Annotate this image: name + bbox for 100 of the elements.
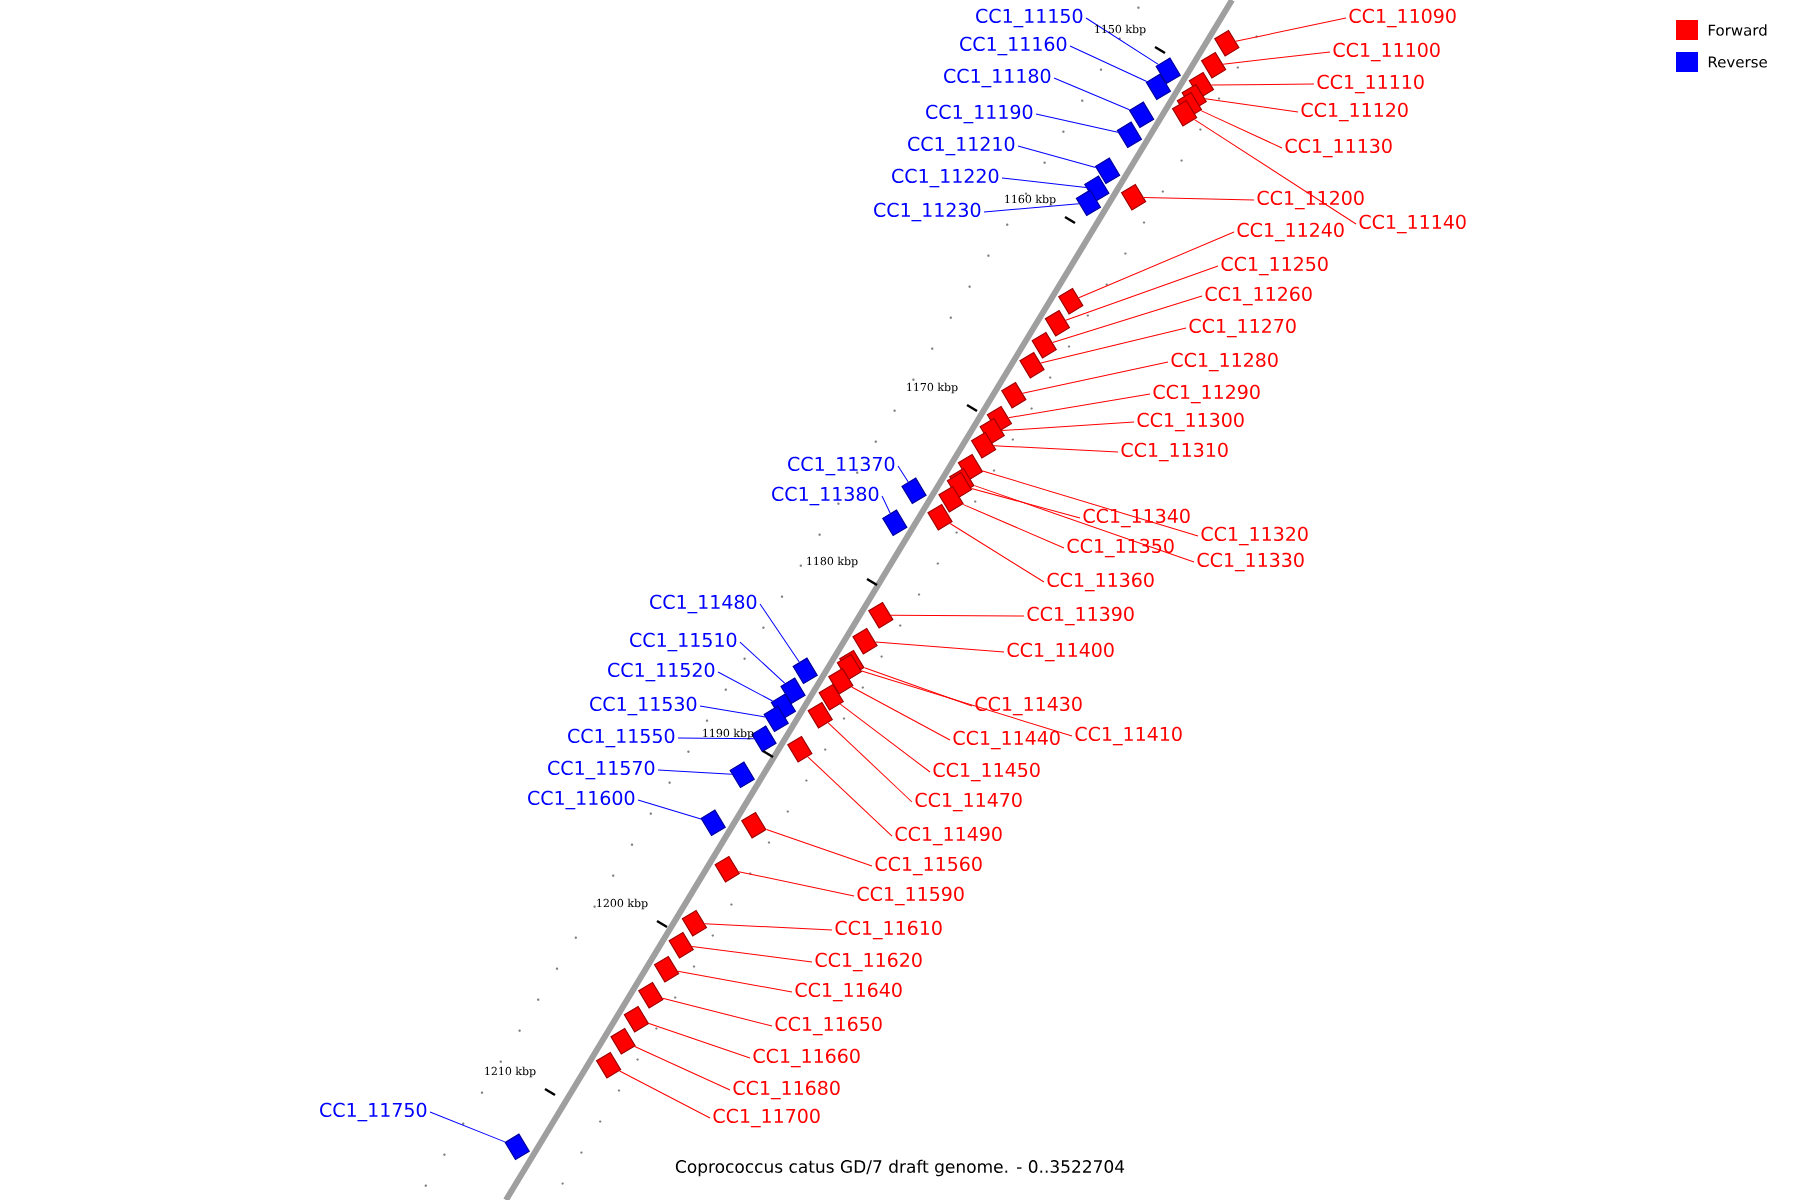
leader-line <box>881 495 891 514</box>
gene-block <box>1171 99 1198 127</box>
gene-label: CC1_11110 <box>1317 74 1424 94</box>
gene-label: CC1_11610 <box>835 920 942 940</box>
gene-block <box>637 981 664 1009</box>
gene-block <box>1094 157 1121 185</box>
gene-label: CC1_11140 <box>1359 214 1466 234</box>
gene-block <box>927 503 953 531</box>
gene-label: CC1_11470 <box>915 792 1022 812</box>
leader-line <box>982 470 1199 537</box>
leader-line <box>1035 113 1119 133</box>
leader-line <box>699 705 766 718</box>
leader-line <box>677 970 793 993</box>
gene-block <box>751 725 777 753</box>
leader-line <box>897 465 909 483</box>
leader-line <box>1235 17 1347 42</box>
leader-line <box>861 670 1073 737</box>
leader-line <box>839 703 931 773</box>
gene-label: CC1_11600 <box>528 790 635 810</box>
gene-label: CC1_11680 <box>733 1080 840 1100</box>
gene-label: CC1_11390 <box>1027 606 1134 626</box>
gene-label: CC1_11190 <box>926 104 1033 124</box>
gene-label: CC1_11100 <box>1333 42 1440 62</box>
leader-line <box>970 487 1081 519</box>
leader-line <box>657 769 733 775</box>
gene-block <box>1057 287 1084 315</box>
gene-block <box>970 431 997 459</box>
gene-label: CC1_11310 <box>1121 442 1228 462</box>
gene-label: CC1_11090 <box>1349 8 1456 28</box>
gene-label: CC1_11370 <box>788 456 895 476</box>
gene-label: CC1_11650 <box>775 1016 882 1036</box>
leader-line <box>864 667 973 707</box>
leader-line <box>890 614 1025 617</box>
gene-block <box>653 955 680 983</box>
gene-label: CC1_11260 <box>1205 286 1312 306</box>
gene-block <box>1200 51 1227 79</box>
gene-label: CC1_11570 <box>548 760 655 780</box>
gene-label: CC1_11530 <box>590 696 697 716</box>
gene-label: CC1_11230 <box>874 202 981 222</box>
gene-block <box>740 811 767 839</box>
leader-line <box>1200 110 1283 149</box>
leader-line <box>1001 177 1087 189</box>
gene-label: CC1_11750 <box>320 1102 427 1122</box>
leader-line <box>1065 265 1219 321</box>
gene-label: CC1_11400 <box>1007 642 1114 662</box>
leader-line <box>1194 119 1357 225</box>
gene-label: CC1_11300 <box>1137 412 1244 432</box>
gene-label: CC1_11290 <box>1153 384 1260 404</box>
leader-line <box>1053 77 1130 111</box>
gene-label: CC1_11130 <box>1285 138 1392 158</box>
gene-label: CC1_11640 <box>795 982 902 1002</box>
gene-label: CC1_11660 <box>753 1048 860 1068</box>
leader-line <box>429 1111 506 1143</box>
leader-line <box>1069 45 1148 82</box>
leader-line <box>1085 17 1159 65</box>
gene-label: CC1_11280 <box>1171 352 1278 372</box>
gene-label: CC1_11360 <box>1047 572 1154 592</box>
gene-label: CC1_11620 <box>815 952 922 972</box>
gene-block <box>827 667 854 695</box>
gene-block <box>786 735 813 763</box>
gene-label: CC1_11240 <box>1237 222 1344 242</box>
gene-block <box>1128 101 1155 129</box>
leader-line <box>1204 98 1299 113</box>
gene-label: CC1_11270 <box>1189 318 1296 338</box>
gene-block <box>852 627 878 655</box>
gene-label: CC1_11150 <box>976 8 1083 28</box>
leader-line <box>807 756 893 837</box>
leader-line <box>677 737 755 740</box>
gene-label: CC1_11180 <box>944 68 1051 88</box>
leader-line <box>851 686 951 741</box>
leader-line <box>875 641 1005 653</box>
gene-label: CC1_11450 <box>933 762 1040 782</box>
leader-line <box>662 997 773 1027</box>
gene-block <box>595 1051 622 1079</box>
gene-label: CC1_11700 <box>713 1108 820 1128</box>
leader-line <box>962 503 1065 549</box>
gene-label: CC1_11490 <box>895 826 1002 846</box>
gene-block <box>1213 29 1240 57</box>
gene-block <box>1019 351 1045 379</box>
leader-line <box>637 799 702 820</box>
leader-line <box>974 485 1195 563</box>
leader-line <box>1222 51 1331 65</box>
gene-label: CC1_11480 <box>650 594 757 614</box>
leader-line <box>1017 145 1097 168</box>
leader-line <box>691 946 813 963</box>
gene-label: CC1_11220 <box>892 168 999 188</box>
leader-line <box>983 203 1080 213</box>
leader-line <box>704 923 833 931</box>
leader-line <box>993 445 1119 453</box>
gene-label: CC1_11250 <box>1221 256 1328 276</box>
gene-label: CC1_11430 <box>975 696 1082 716</box>
leader-line <box>619 1070 711 1119</box>
gene-label: CC1_11320 <box>1201 526 1308 546</box>
leader-line <box>1210 83 1315 86</box>
gene-label: CC1_11210 <box>908 136 1015 156</box>
leader-line <box>717 671 773 702</box>
leader-line <box>1052 295 1203 344</box>
gene-label: CC1_11380 <box>772 486 879 506</box>
gene-label: CC1_11410 <box>1075 726 1182 746</box>
gene-label: CC1_11520 <box>608 662 715 682</box>
